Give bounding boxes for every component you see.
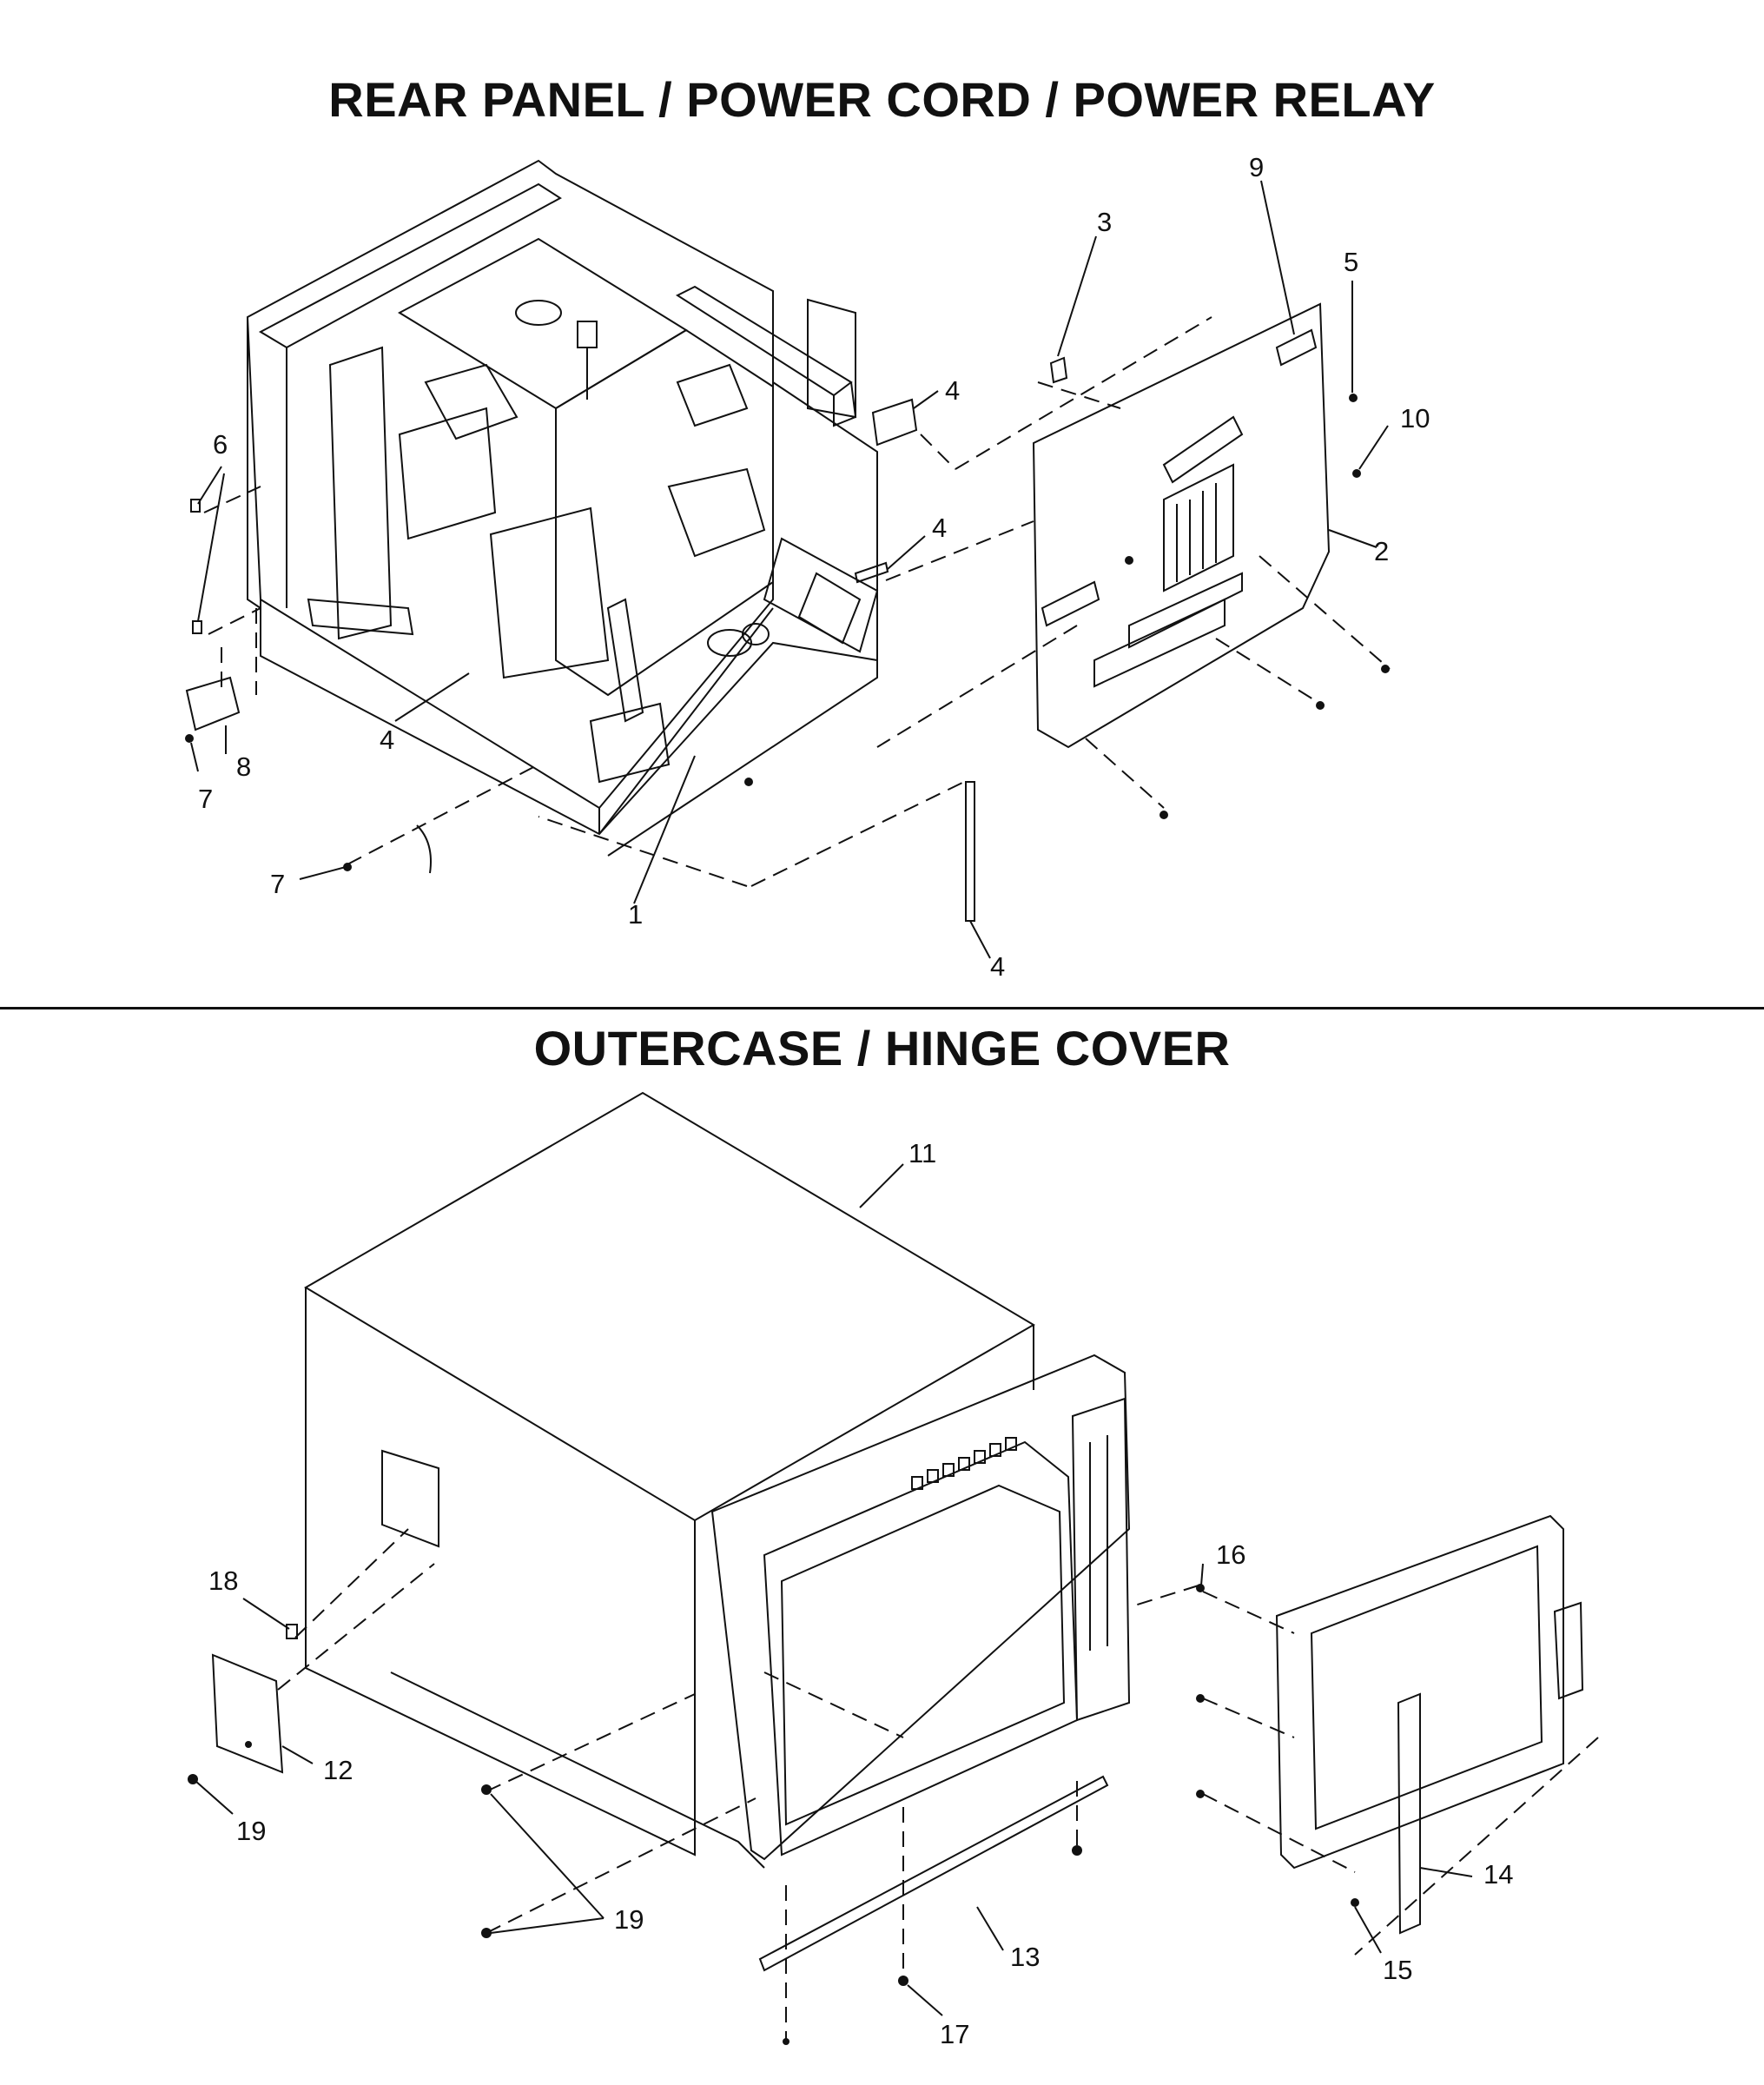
screws-top — [185, 394, 1390, 871]
part-14-hinge-cover — [1397, 1692, 1421, 1935]
callout-18: 18 — [208, 1565, 238, 1596]
callout-10: 10 — [1400, 403, 1430, 434]
control-panel — [1071, 1397, 1131, 1722]
screws-bottom — [188, 1584, 1359, 2045]
part-4-gasket-mid — [854, 561, 889, 584]
section-title-outercase: OUTERCASE / HINGE COVER — [533, 1021, 1231, 1076]
leaders-top — [190, 180, 1389, 959]
callout-7-b: 7 — [270, 869, 285, 899]
rear-panel — [1032, 302, 1331, 749]
door-handle — [1553, 1601, 1584, 1700]
callout-4-d: 4 — [990, 951, 1005, 982]
callout-9: 9 — [1249, 152, 1264, 182]
part-18-clip — [286, 1624, 298, 1639]
part-13-trim-strip — [758, 1775, 1109, 1972]
outercase-group — [304, 1091, 1131, 1869]
callout-13: 13 — [1010, 1942, 1040, 1972]
outercase-side-cutout — [381, 1449, 439, 1548]
oven-front-frame — [710, 1354, 1131, 1861]
callout-3: 3 — [1097, 207, 1112, 237]
power-cord-part-1 — [416, 824, 432, 874]
oven-chassis-rear — [246, 159, 879, 857]
callout-14: 14 — [1483, 1859, 1513, 1890]
callout-6: 6 — [213, 429, 228, 460]
assembly-lines-top — [203, 316, 1391, 887]
callout-4-a: 4 — [945, 375, 960, 406]
oven-door — [1275, 1514, 1584, 1935]
callout-11: 11 — [908, 1138, 936, 1168]
section-divider — [0, 1007, 1764, 1009]
callout-16: 16 — [1216, 1539, 1245, 1570]
keypad-buttons — [911, 1437, 1017, 1490]
callout-19-b: 19 — [614, 1904, 644, 1935]
oven-door-opening — [763, 1440, 1079, 1857]
assembly-lines-bottom — [277, 1528, 1599, 2042]
part-6-clip-b — [192, 620, 202, 634]
callout-17: 17 — [940, 2019, 969, 2049]
callout-12: 12 — [323, 1755, 353, 1785]
part-4-gasket-top — [871, 398, 918, 447]
callout-5: 5 — [1344, 247, 1358, 277]
callout-4-b: 4 — [932, 513, 947, 543]
leaders-bottom — [195, 1163, 1473, 2016]
part-6-clip-a — [190, 499, 201, 513]
part-4-strip — [965, 781, 975, 922]
callout-4-c: 4 — [380, 725, 394, 755]
part-8-relay — [185, 676, 241, 731]
callout-1: 1 — [628, 899, 643, 930]
callout-8: 8 — [236, 751, 251, 782]
part-3-clip — [1049, 356, 1068, 384]
section-title-rear-panel: REAR PANEL / POWER CORD / POWER RELAY — [328, 72, 1436, 127]
callout-2: 2 — [1374, 536, 1389, 566]
callout-7-a: 7 — [198, 784, 213, 814]
callout-15: 15 — [1383, 1955, 1412, 1985]
callout-19-a: 19 — [236, 1816, 266, 1846]
part-12-cover — [211, 1653, 284, 1774]
